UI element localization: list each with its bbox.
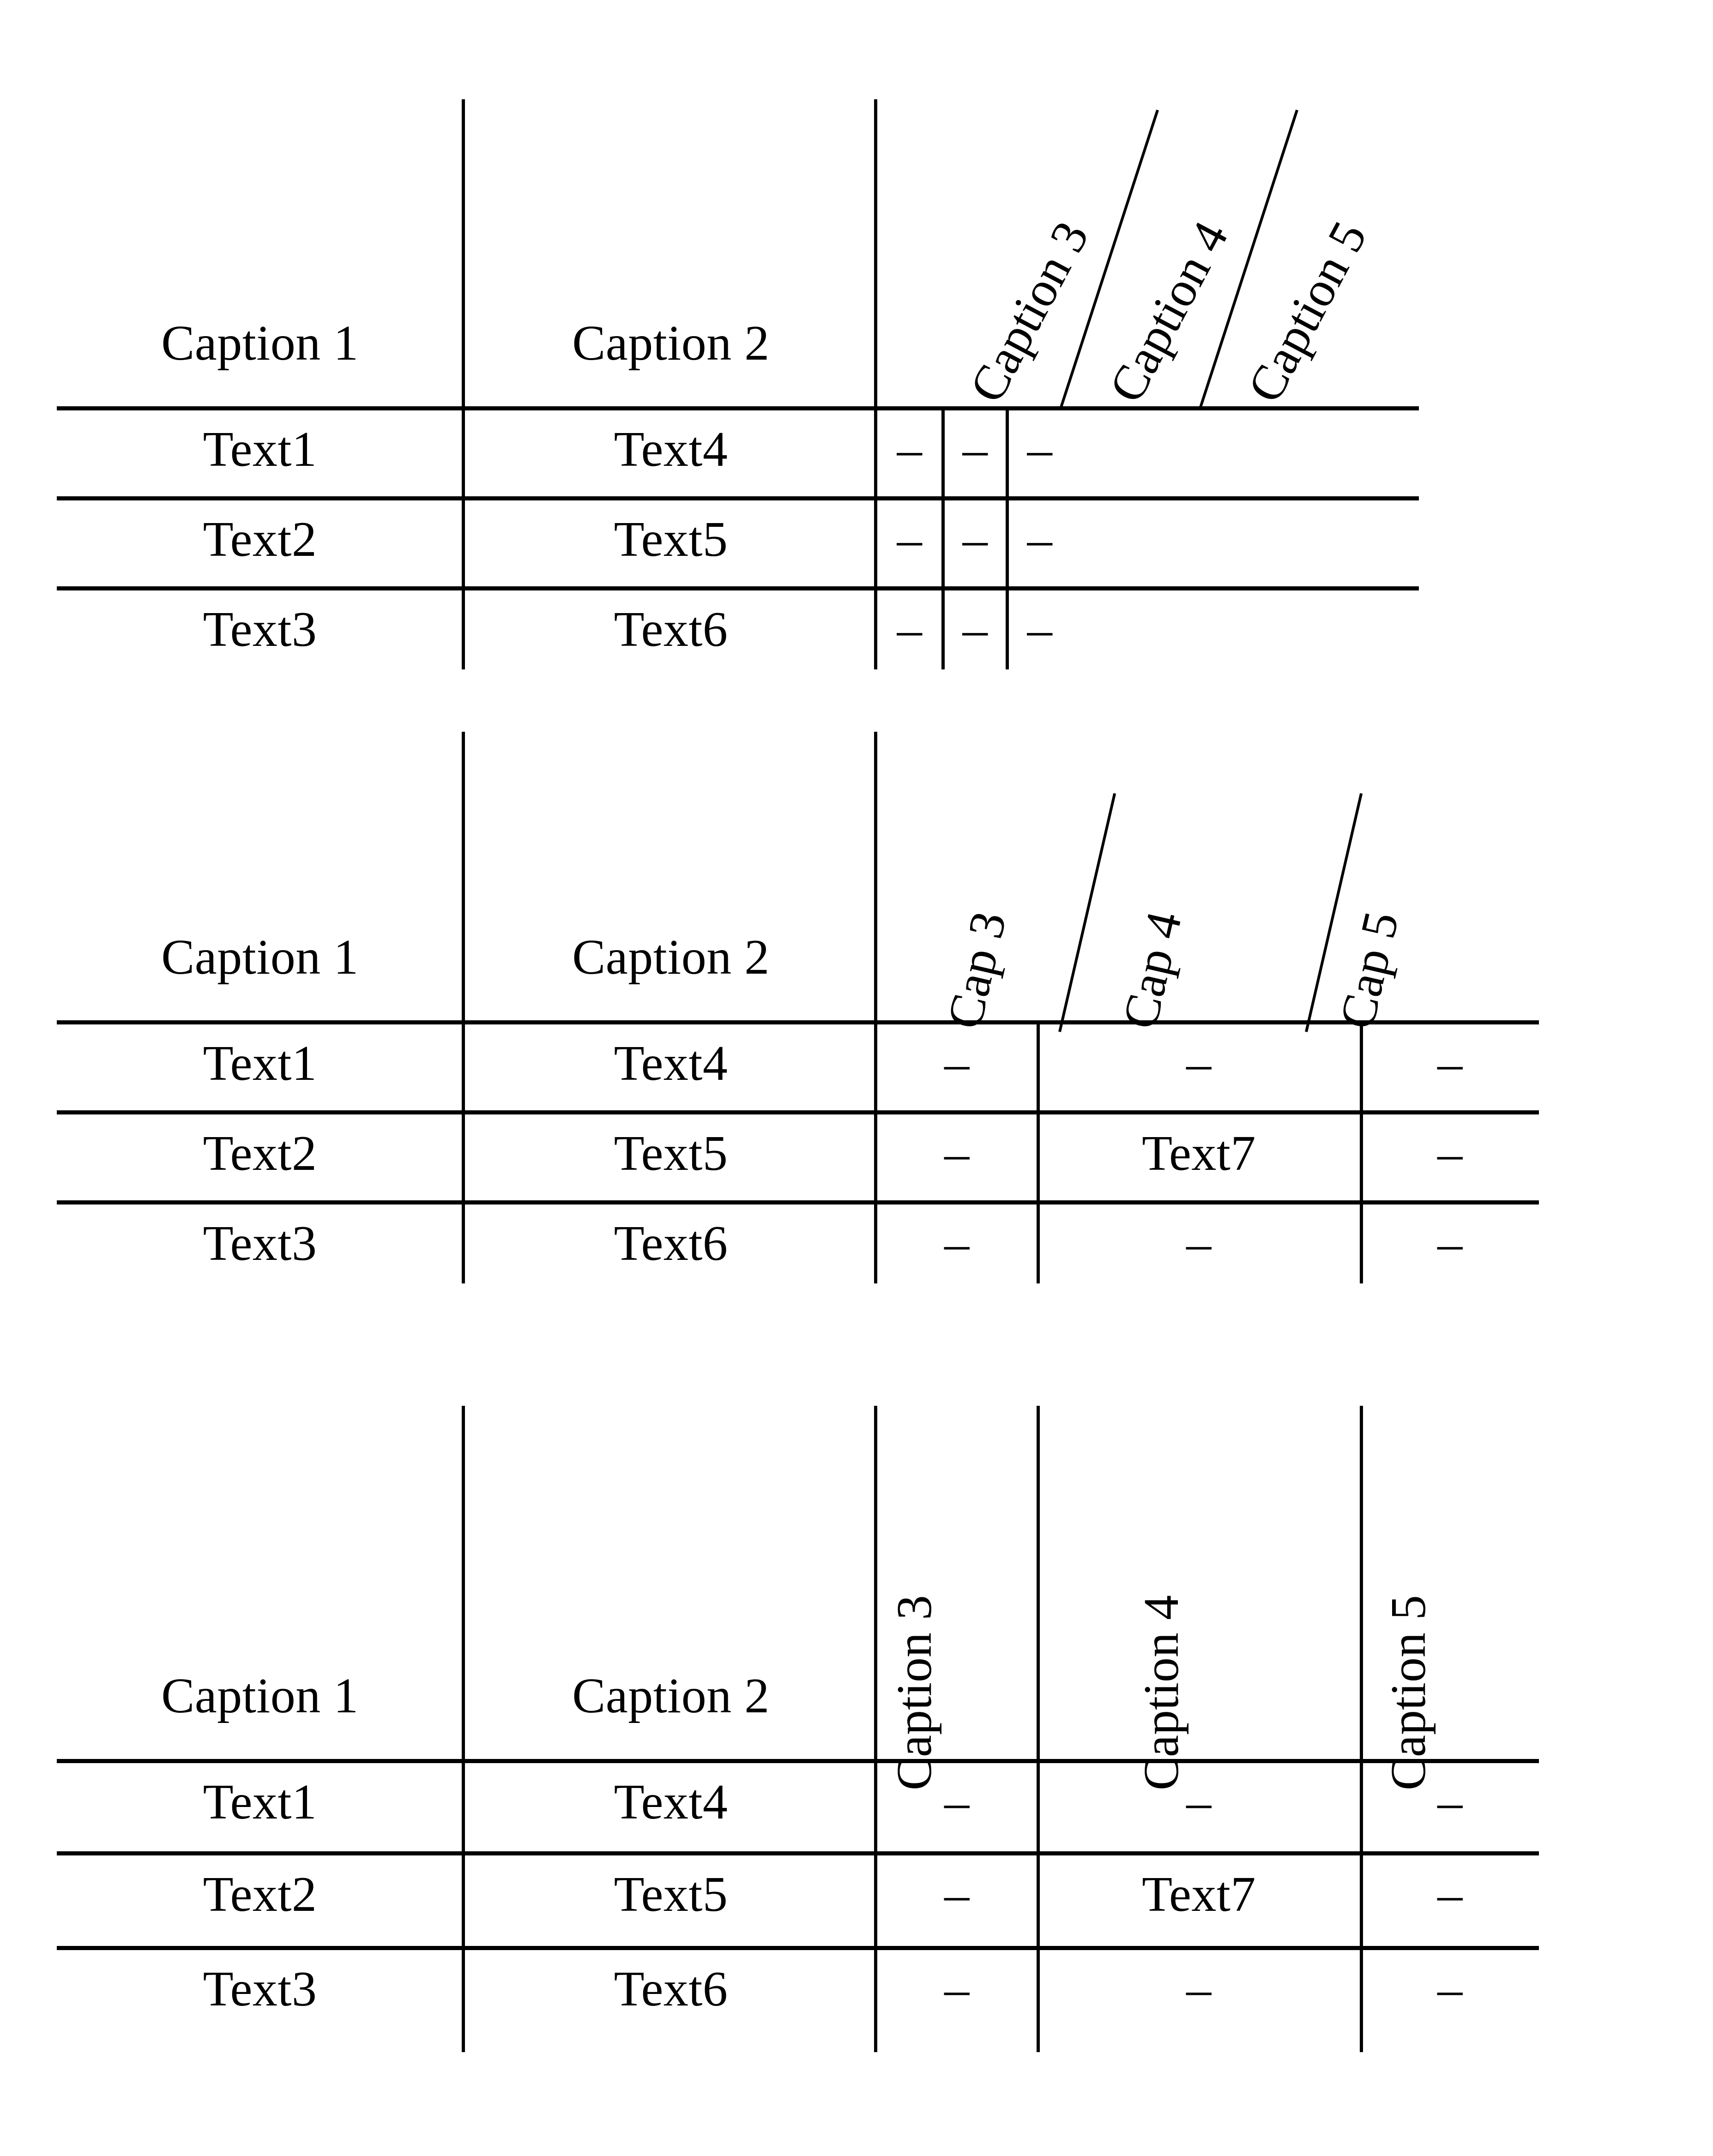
table-2-diagonal-rule-1: [1058, 793, 1116, 1032]
table-2-header-caption-1: Caption 1: [161, 930, 359, 985]
table-3-vrule-col4: [1360, 1406, 1363, 2052]
table-3-vrule-col3: [1037, 1406, 1040, 2052]
table-row: –: [897, 422, 923, 477]
table-3-header-caption-2: Caption 2: [572, 1668, 770, 1723]
table-row: –: [1437, 1775, 1463, 1830]
table-1: Caption 3 Caption 4 Caption 5 Caption 1 …: [0, 0, 1713, 693]
table-row: Text6: [614, 1962, 728, 2017]
table-2: Cap 3 Cap 4 Cap 5 Caption 1 Caption 2 Te…: [0, 0, 1713, 1283]
table-3-rule-top: [57, 1759, 1539, 1763]
table-row: Text1: [203, 1036, 317, 1091]
table-2-vrule-col2: [874, 732, 877, 1283]
table-3-rule-row1: [57, 1851, 1539, 1855]
table-3-vrule-col2: [874, 1406, 877, 2052]
table-row: Text2: [203, 512, 317, 567]
table-row: Text6: [614, 602, 728, 657]
table-row: –: [944, 1036, 970, 1091]
table-1-header-caption-1: Caption 1: [161, 316, 359, 371]
table-row: –: [1437, 1126, 1463, 1181]
table-row: Text4: [614, 1775, 728, 1830]
table-2-rule-row2: [57, 1200, 1539, 1204]
table-row: Text6: [614, 1216, 728, 1271]
table-3-vrule-col1: [462, 1406, 465, 2052]
table-2-rule-row1: [57, 1110, 1539, 1114]
table-row: Text3: [203, 602, 317, 657]
table-row: –: [1027, 422, 1053, 477]
table-row: Text7: [1142, 1867, 1256, 1922]
table-row: –: [897, 512, 923, 567]
table-2-header-cap-3: Cap 3: [936, 906, 1017, 1034]
table-2-header-cap-5: Cap 5: [1329, 906, 1410, 1034]
table-2-vrule-col4: [1360, 1020, 1363, 1283]
table-3-header-caption-1: Caption 1: [161, 1668, 359, 1723]
table-row: –: [1186, 1962, 1212, 2017]
table-row: Text5: [614, 1867, 728, 1922]
table-row: –: [944, 1867, 970, 1922]
table-row: –: [1186, 1775, 1212, 1830]
table-1-vrule-col3: [941, 406, 945, 669]
table-2-rule-top: [57, 1020, 1539, 1024]
table-row: Text2: [203, 1867, 317, 1922]
table-1-header-caption-2: Caption 2: [572, 316, 770, 371]
table-row: Text2: [203, 1126, 317, 1181]
table-row: –: [1437, 1216, 1463, 1271]
table-2-header-cap-4: Cap 4: [1112, 906, 1193, 1034]
table-row: –: [1437, 1962, 1463, 2017]
table-row: –: [1186, 1036, 1212, 1091]
table-row: –: [1437, 1036, 1463, 1091]
table-row: Text5: [614, 512, 728, 567]
table-row: Text5: [614, 1126, 728, 1181]
table-row: –: [962, 512, 988, 567]
table-row: –: [944, 1126, 970, 1181]
table-2-vrule-col3: [1037, 1020, 1040, 1283]
table-row: Text7: [1142, 1126, 1256, 1181]
table-row: –: [944, 1775, 970, 1830]
table-row: –: [962, 602, 988, 657]
table-1-vrule-col2: [874, 99, 877, 669]
table-row: Text1: [203, 422, 317, 477]
table-row: Text4: [614, 1036, 728, 1091]
table-row: –: [1437, 1867, 1463, 1922]
table-2-header-caption-2: Caption 2: [572, 930, 770, 985]
table-3-rule-row2: [57, 1946, 1539, 1950]
table-1-vrule-col1: [462, 99, 465, 669]
table-row: Text3: [203, 1962, 317, 2017]
table-row: Text1: [203, 1775, 317, 1830]
table-row: –: [962, 422, 988, 477]
table-row: –: [944, 1216, 970, 1271]
table-1-rule-top: [57, 406, 1419, 410]
table-2-vrule-col1: [462, 732, 465, 1283]
table-row: Text3: [203, 1216, 317, 1271]
table-row: –: [944, 1962, 970, 2017]
table-row: –: [1027, 512, 1053, 567]
table-row: –: [1027, 602, 1053, 657]
table-1-rule-row1: [57, 496, 1419, 500]
table-row: –: [1186, 1216, 1212, 1271]
table-3: Caption 3 Caption 4 Caption 5 Caption 1 …: [0, 0, 1713, 2052]
table-row: –: [897, 602, 923, 657]
table-1-vrule-col4: [1006, 406, 1009, 669]
table-row: Text4: [614, 422, 728, 477]
table-1-rule-row2: [57, 586, 1419, 590]
